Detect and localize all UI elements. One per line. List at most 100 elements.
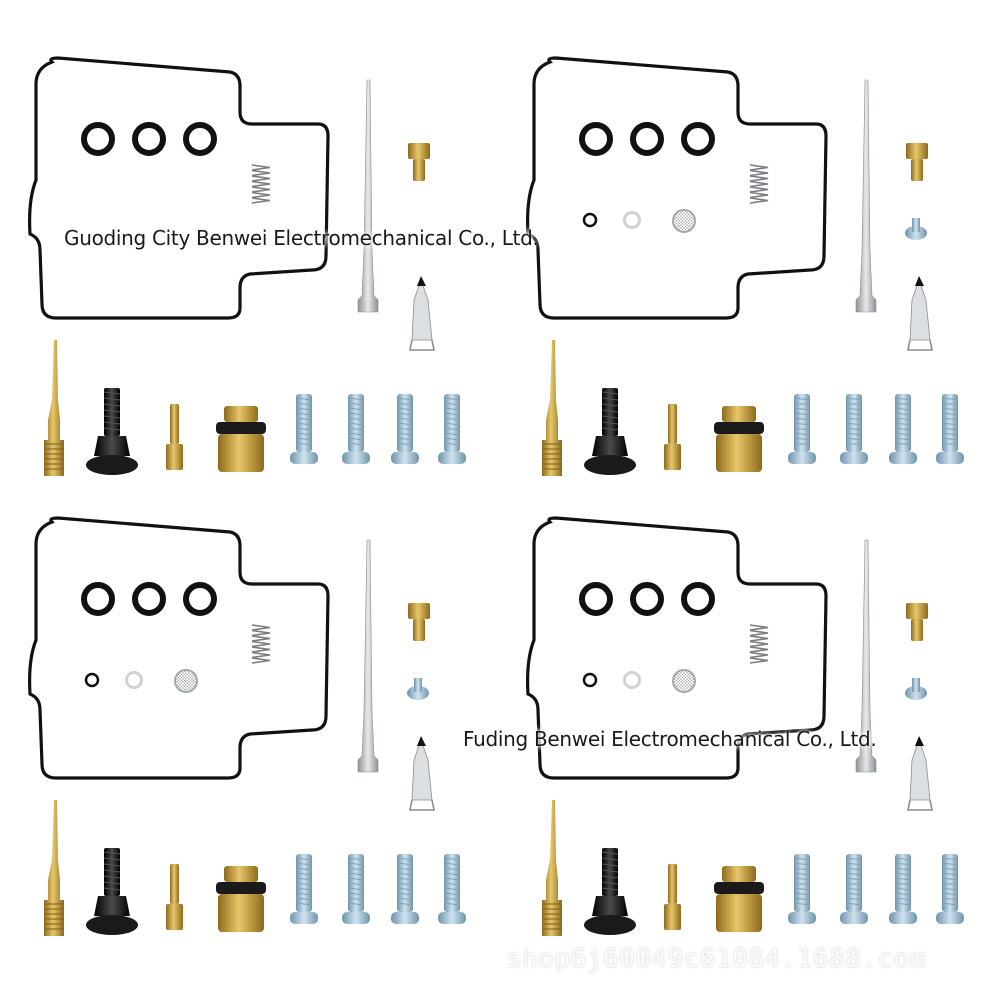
spring: [749, 164, 769, 204]
pilot-jet: [668, 404, 677, 444]
needle-jet-holder-body: [218, 434, 264, 472]
o-ring: [183, 582, 217, 616]
pilot-screw: [542, 800, 562, 936]
needle-jet-o-ring: [714, 422, 764, 434]
pilot-jet: [170, 864, 179, 904]
needle-jet-holder-body: [716, 894, 762, 932]
o-ring: [579, 582, 613, 616]
float-needle-tip: [417, 736, 426, 746]
shop-url-watermark: shop6j60049c61084.1688.com: [506, 944, 926, 974]
blue-screw: [342, 854, 370, 924]
blue-screw: [290, 394, 318, 464]
float-bowl-gasket: [526, 516, 828, 780]
blue-screw: [788, 394, 816, 464]
float-needle-clip: [907, 339, 933, 351]
mesh-filter: [672, 209, 696, 233]
needle-jet-holder-body: [716, 434, 762, 472]
company-watermark-bottom: Fuding Benwei Electromechanical Co., Ltd…: [463, 727, 877, 751]
float-needle-valve: [909, 738, 931, 801]
blue-screw: [840, 394, 868, 464]
float-needle-tip: [915, 276, 924, 286]
black-bolt-washer: [86, 915, 138, 935]
small-blue-screw: [905, 686, 927, 700]
float-needle-clip: [409, 339, 435, 351]
main-jet-body: [413, 159, 425, 181]
jet-needle: [855, 539, 877, 773]
spring: [251, 164, 271, 204]
pilot-screw: [44, 800, 64, 936]
main-jet: [408, 143, 430, 159]
o-ring: [579, 122, 613, 156]
black-bolt-head: [592, 436, 628, 456]
kit-top-left: [28, 56, 466, 476]
o-ring: [630, 122, 664, 156]
blue-screw: [889, 854, 917, 924]
black-bolt-washer: [86, 455, 138, 475]
mesh-filter: [672, 669, 696, 693]
black-bolt-head: [592, 896, 628, 916]
small-blue-screw: [905, 226, 927, 240]
main-jet: [906, 143, 928, 159]
blue-screw: [391, 854, 419, 924]
washer: [125, 671, 143, 689]
spring: [251, 624, 271, 664]
needle-jet-holder-top: [722, 406, 756, 422]
float-needle-clip: [409, 799, 435, 811]
main-jet: [906, 603, 928, 619]
blue-screw: [342, 394, 370, 464]
float-needle-tip: [915, 736, 924, 746]
small-o-ring: [582, 672, 598, 688]
o-ring: [681, 582, 715, 616]
needle-jet-o-ring: [216, 882, 266, 894]
small-blue-screw: [407, 686, 429, 700]
small-blue-screw-shank: [414, 678, 422, 692]
small-blue-screw-shank: [912, 218, 920, 232]
float-needle-tip: [417, 276, 426, 286]
pilot-jet-base: [166, 444, 183, 470]
blue-screw: [840, 854, 868, 924]
pilot-screw: [542, 340, 562, 476]
kit-top-right: [526, 56, 964, 476]
company-watermark-top: Guoding City Benwei Electromechanical Co…: [64, 226, 539, 250]
pilot-jet-base: [166, 904, 183, 930]
washer: [623, 671, 641, 689]
main-jet-body: [911, 619, 923, 641]
float-bowl-gasket: [28, 56, 330, 320]
main-jet-body: [413, 619, 425, 641]
blue-screw: [889, 394, 917, 464]
mesh-filter: [174, 669, 198, 693]
o-ring: [183, 122, 217, 156]
blue-screw: [391, 394, 419, 464]
o-ring: [132, 122, 166, 156]
float-needle-clip: [907, 799, 933, 811]
black-bolt-washer: [584, 915, 636, 935]
washer: [623, 211, 641, 229]
kit-bottom-right: [526, 516, 964, 936]
small-o-ring: [84, 672, 100, 688]
float-needle-valve: [411, 738, 433, 801]
small-blue-screw-shank: [912, 678, 920, 692]
float-needle-valve: [411, 278, 433, 341]
blue-screw: [438, 854, 466, 924]
blue-screw: [438, 394, 466, 464]
pilot-jet: [170, 404, 179, 444]
float-needle-valve: [909, 278, 931, 341]
blue-screw: [788, 854, 816, 924]
o-ring: [81, 122, 115, 156]
spring: [749, 624, 769, 664]
pilot-jet-base: [664, 904, 681, 930]
needle-jet-o-ring: [216, 422, 266, 434]
kit-bottom-left: [28, 516, 466, 936]
jet-needle: [855, 79, 877, 313]
o-ring: [681, 122, 715, 156]
main-jet: [408, 603, 430, 619]
jet-needle: [357, 539, 379, 773]
float-bowl-gasket: [28, 516, 330, 780]
black-bolt-washer: [584, 455, 636, 475]
jet-needle: [357, 79, 379, 313]
float-bowl-gasket: [526, 56, 828, 320]
blue-screw: [936, 394, 964, 464]
needle-jet-holder-body: [218, 894, 264, 932]
needle-jet-holder-top: [224, 406, 258, 422]
